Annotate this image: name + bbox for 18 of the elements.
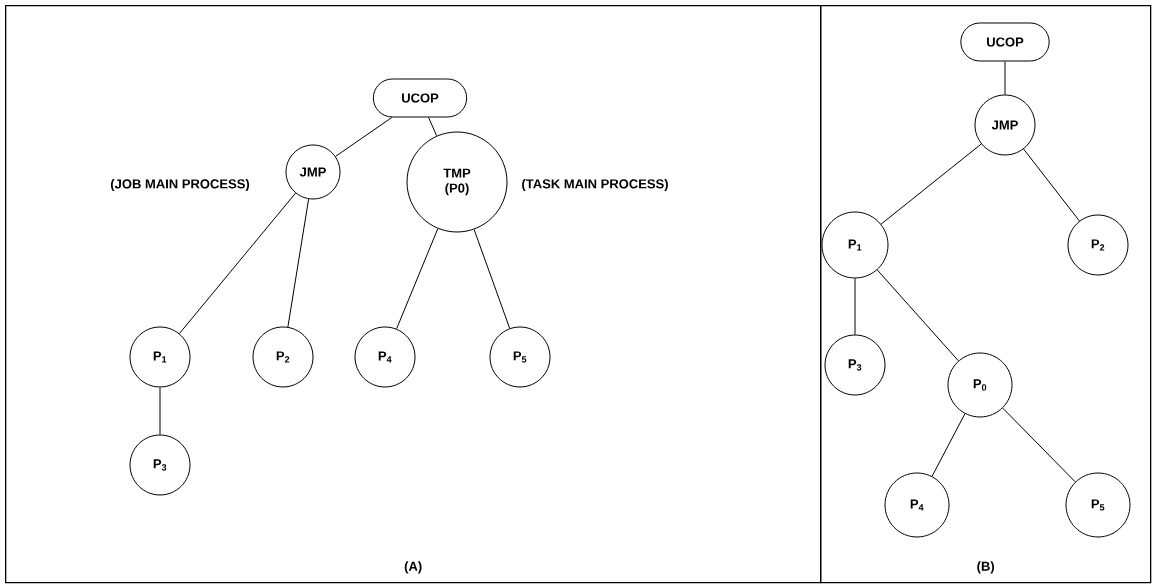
connector xyxy=(1002,407,1076,483)
process-box: UCOP xyxy=(960,22,1050,62)
connector xyxy=(178,192,296,334)
connector xyxy=(335,117,393,157)
annotation: (JOB MAIN PROCESS) xyxy=(110,178,250,192)
annotation: (TASK MAIN PROCESS) xyxy=(522,178,668,192)
connector xyxy=(1023,148,1080,222)
connector xyxy=(473,229,511,329)
connector xyxy=(880,143,982,225)
connector xyxy=(428,117,438,137)
process-box: UCOP xyxy=(372,78,468,118)
connector xyxy=(931,413,966,477)
connector xyxy=(854,278,856,335)
connector xyxy=(876,269,959,362)
connector xyxy=(396,228,439,330)
connector xyxy=(287,198,310,328)
connector xyxy=(1004,61,1006,95)
connector xyxy=(159,387,161,435)
